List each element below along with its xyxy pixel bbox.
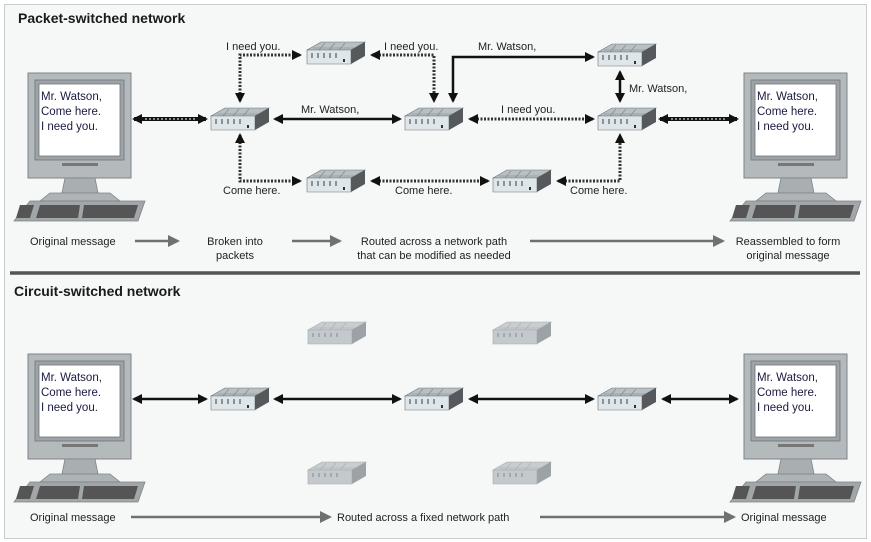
router-top-left — [306, 41, 366, 65]
flow-step: original message — [746, 250, 829, 262]
flow-step: that can be modified as needed — [357, 250, 511, 262]
circuit-flow: Original message Routed across a fixed n… — [30, 511, 827, 524]
flow-step: Original message — [30, 512, 116, 524]
packet-label: Mr. Watson, — [478, 41, 536, 53]
screen-line: Mr. Watson, — [757, 372, 818, 384]
packet-label: I need you. — [384, 41, 438, 53]
router-idle — [307, 461, 367, 485]
flow-step: Broken into — [207, 236, 263, 248]
flow-step: packets — [216, 250, 254, 262]
computer-receiver-circuit: Mr. Watson, Come here. I need you. — [729, 353, 862, 503]
flow-step: Routed across a network path — [361, 236, 507, 248]
flow-step: Original message — [741, 512, 827, 524]
screen-line: I need you. — [41, 121, 98, 133]
router-bottom-left — [306, 169, 366, 193]
screen-line: Mr. Watson, — [41, 91, 102, 103]
screen-line: Come here. — [757, 387, 817, 399]
link-dotted — [556, 133, 625, 186]
router-b — [597, 107, 657, 131]
packet-label: Come here. — [223, 185, 280, 197]
flow-step: Routed across a fixed network path — [337, 512, 509, 524]
link-solid — [448, 52, 595, 103]
packet-label: Come here. — [570, 185, 627, 197]
flow-step: Reassembled to form — [736, 236, 841, 248]
packet-label: Mr. Watson, — [629, 83, 687, 95]
packet-label: Mr. Watson, — [301, 104, 359, 116]
packet-label: I need you. — [226, 41, 280, 53]
router-bottom-right — [492, 169, 552, 193]
router-circuit-2 — [404, 387, 464, 411]
screen-line: Come here. — [41, 387, 101, 399]
router-a — [210, 107, 270, 131]
router-idle — [307, 321, 367, 345]
screen-line: I need you. — [757, 121, 814, 133]
packet-title: Packet-switched network — [18, 10, 185, 26]
screen-line: Come here. — [757, 106, 817, 118]
screen-line: I need you. — [757, 402, 814, 414]
computer-sender-circuit: Mr. Watson, Come here. I need you. — [13, 353, 146, 503]
screen-line: Mr. Watson, — [41, 372, 102, 384]
router-circuit-1 — [210, 387, 270, 411]
link-dotted — [235, 50, 302, 103]
router-center — [404, 107, 464, 131]
computer-sender-packet: Mr. Watson, Come here. I need you. — [13, 72, 146, 222]
packet-label: I need you. — [501, 104, 555, 116]
packet-flow: Original message Broken into packets Rou… — [30, 235, 841, 262]
screen-line: I need you. — [41, 402, 98, 414]
computer-receiver-packet: Mr. Watson, Come here. I need you. — [729, 72, 862, 222]
router-top-right — [597, 43, 657, 67]
link-dotted — [235, 133, 302, 186]
flow-step: Original message — [30, 236, 116, 248]
link-dotted — [370, 50, 439, 103]
router-idle — [492, 321, 552, 345]
screen-line: Come here. — [41, 106, 101, 118]
circuit-title: Circuit-switched network — [14, 283, 181, 299]
router-idle — [492, 461, 552, 485]
packet-label: Come here. — [395, 185, 452, 197]
router-circuit-3 — [597, 387, 657, 411]
screen-line: Mr. Watson, — [757, 91, 818, 103]
